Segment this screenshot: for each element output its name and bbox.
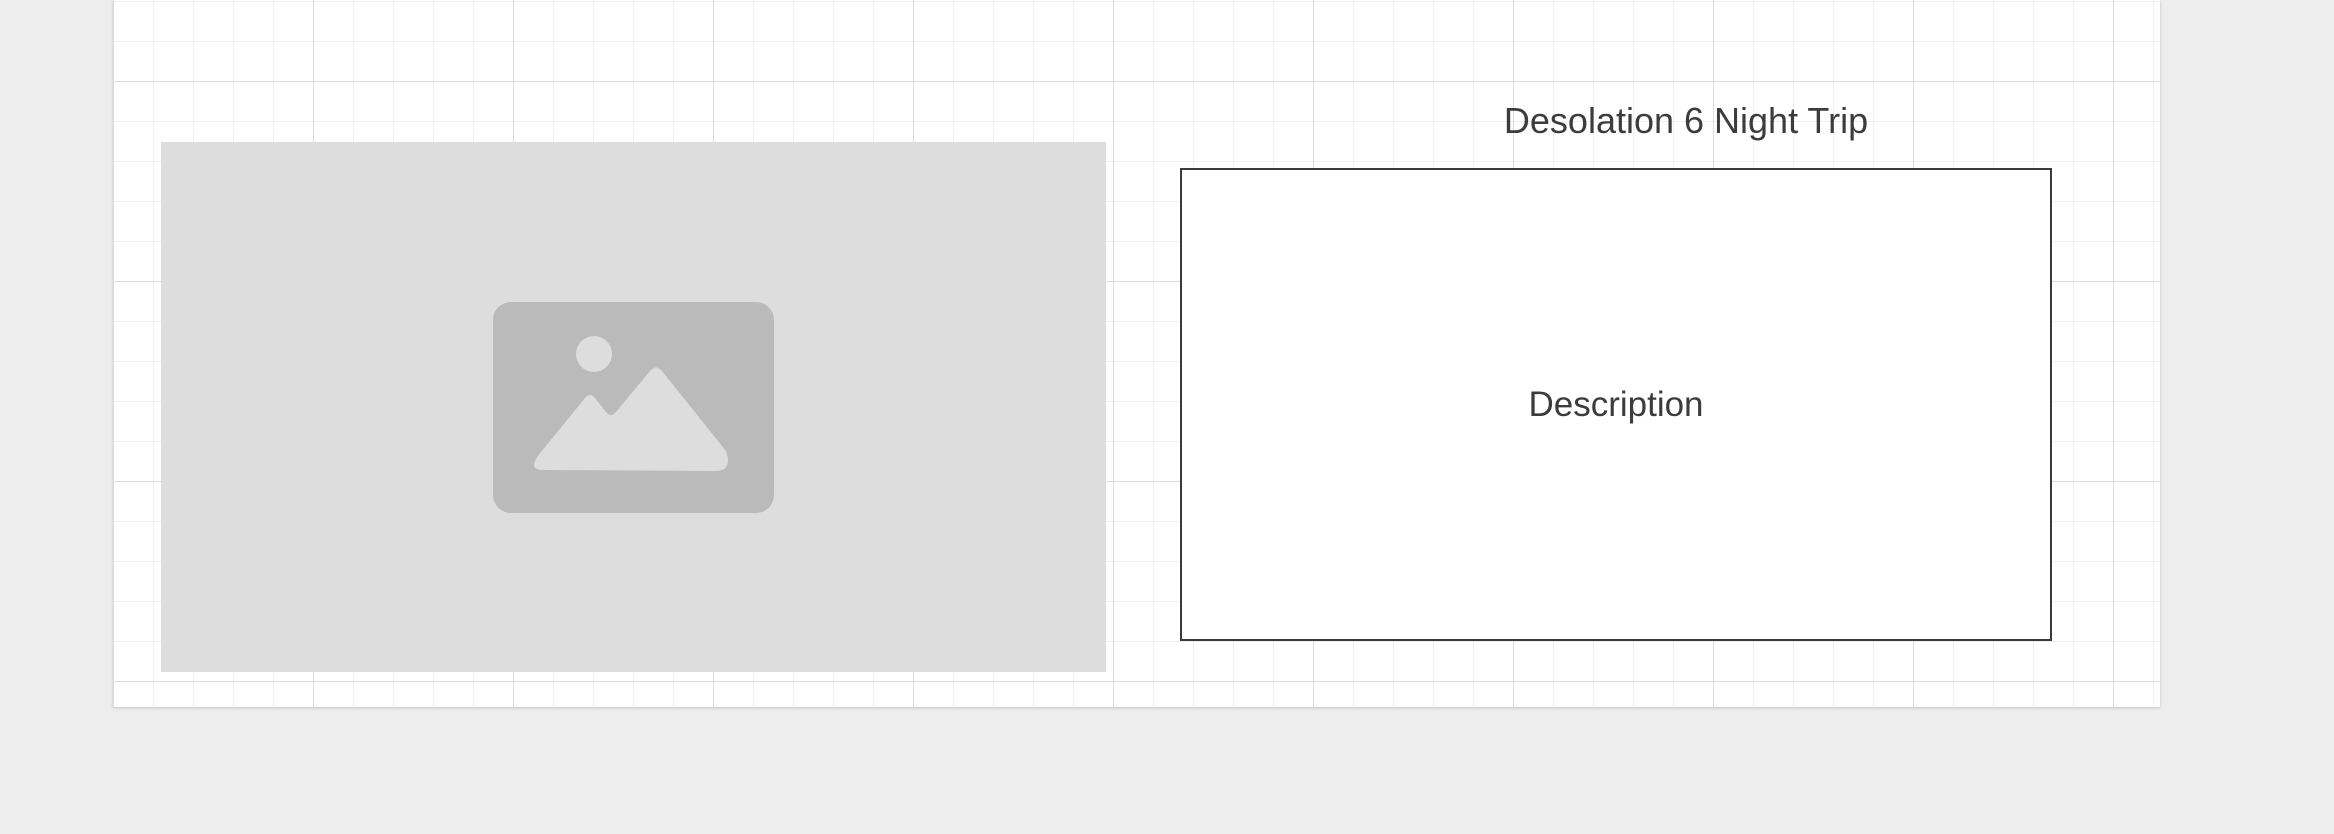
image-placeholder[interactable] [161, 142, 1106, 672]
description-text: Description [1528, 384, 1704, 424]
wireframe-canvas: Desolation 6 Night Trip Description [113, 0, 2160, 707]
image-placeholder-icon [493, 302, 774, 513]
trip-title: Desolation 6 Night Trip [1503, 100, 1869, 141]
description-box[interactable]: Description [1180, 168, 2052, 641]
